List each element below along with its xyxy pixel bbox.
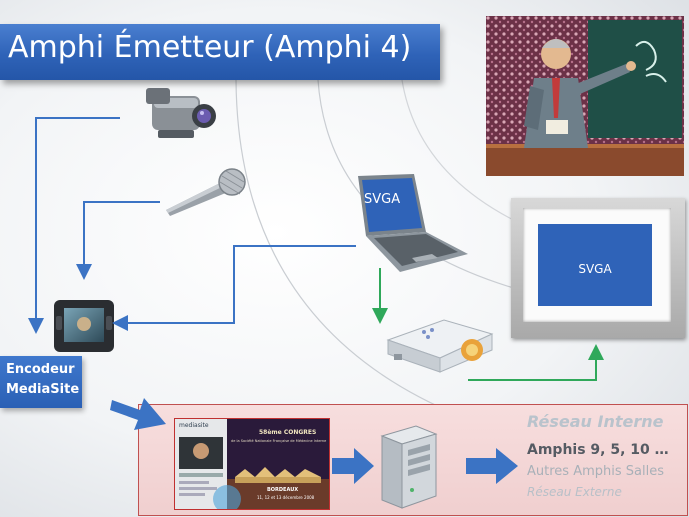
title-bar [0,24,440,80]
encoder-device-icon [54,300,114,352]
microphone-icon [166,168,246,216]
mediasite-screenshot: mediasite 58ème CONGRES de la Société Na… [174,418,330,510]
network-destination-other-rooms: Autres Amphis Salles [527,464,664,479]
congress-city: BORDEAUX [267,487,299,493]
encoder-label-line1: Encodeur [6,362,75,377]
mediasite-brand: mediasite [179,422,209,429]
projector-icon [386,319,494,373]
projector-to-screen-connector [468,344,604,381]
mediasite-screenshot-graphic [175,419,329,509]
encoder-to-network-arrow [110,398,166,430]
server-to-destinations-arrow [466,448,518,484]
laptop-screen-label: SVGA [364,192,401,207]
camcorder-icon [146,88,216,138]
encoder-label-line2: MediaSite [6,382,80,397]
network-title: Réseau Interne [527,412,664,431]
mic-to-device-connector [76,201,160,280]
projected-slide-label: SVGA [578,262,612,276]
congress-heading: 58ème CONGRES [259,429,317,436]
laptop-icon [358,174,468,272]
camera-to-encoder-connector [28,117,120,334]
congress-dates: 11, 12 et 13 décembre 2008 [257,495,315,500]
network-destination-external: Réseau Externe [527,485,622,499]
laptop-to-device-connector [112,245,356,331]
screenshot-to-server-arrow [332,448,374,484]
congress-subheading: de la Société Nationale Française de Méd… [231,439,327,443]
server-icon [380,425,438,509]
page-title: Amphi Émetteur (Amphi 4) [8,30,412,65]
encoder-label-box [0,356,82,408]
lecturer-illustration [486,16,684,176]
network-destination-amphis: Amphis 9, 5, 10 … [527,442,669,458]
projected-slide [538,224,652,306]
